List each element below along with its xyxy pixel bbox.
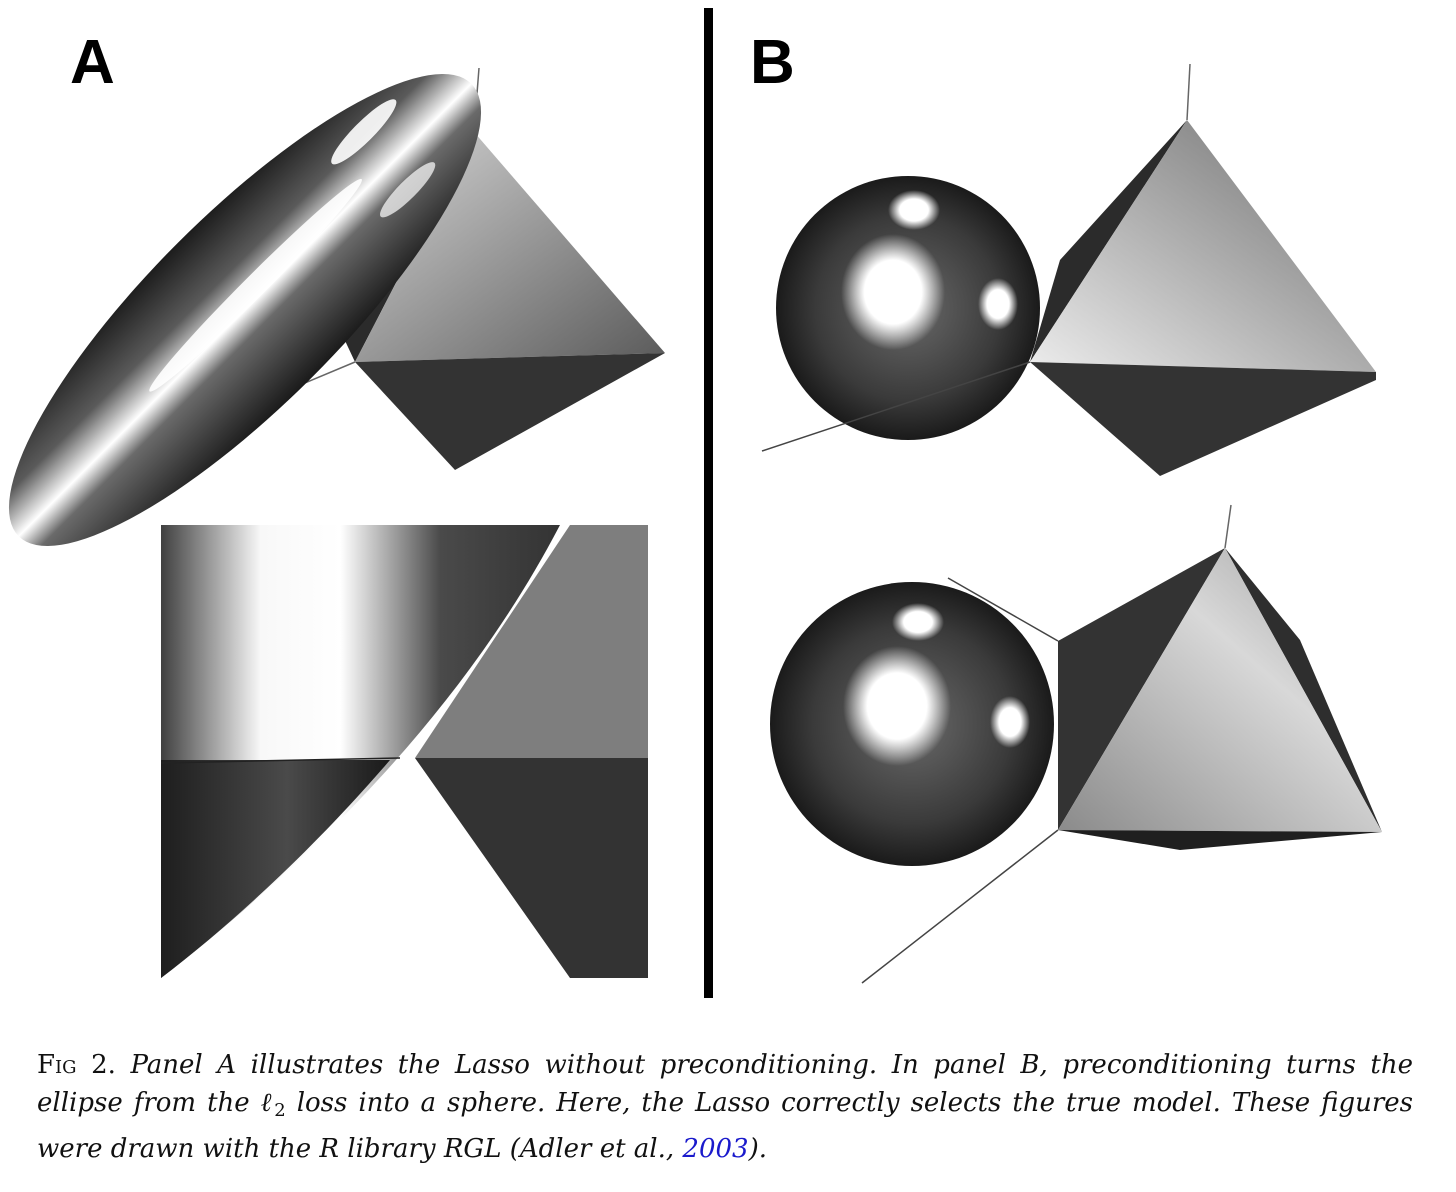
sphere <box>770 582 1054 866</box>
axis-line <box>1224 504 1232 549</box>
octahedron-light-face <box>355 132 665 362</box>
axis-line <box>861 829 1059 984</box>
figure-canvas <box>8 8 1382 998</box>
ellipsoid <box>8 73 482 547</box>
octahedron-bottom-face <box>1058 830 1382 850</box>
caption-text: loss into a sphere. Here, the Lasso corr… <box>37 1088 1413 1164</box>
figure-caption: Fig 2. Panel A illustrates the Lasso wit… <box>37 1046 1413 1168</box>
sphere <box>776 176 1040 440</box>
inset-axis-line <box>161 757 401 764</box>
caption-text: ). <box>748 1134 767 1164</box>
caption-text: Panel A illustrates the Lasso without pr… <box>37 1050 1413 1118</box>
caption-subscript: 2 <box>274 1100 286 1121</box>
octahedron-front-face <box>1058 548 1382 832</box>
octahedron-lower-face <box>355 353 665 470</box>
inset-dark-face <box>415 758 648 978</box>
panel-divider <box>704 8 713 998</box>
axis-line <box>947 577 1059 642</box>
inset-light-face <box>415 525 648 758</box>
axis-line <box>761 361 1031 452</box>
panel-a-inset <box>161 525 648 978</box>
panel-b-top-scene <box>761 63 1376 476</box>
panel-a-main-scene <box>8 67 665 547</box>
inset-ellipse-lower <box>161 760 390 978</box>
axis-line <box>1186 63 1191 121</box>
caption-figure-number: Fig 2. <box>37 1050 116 1080</box>
panel-b-bottom-scene <box>770 504 1382 984</box>
octahedron-light-face <box>1030 120 1376 372</box>
citation-link[interactable]: 2003 <box>682 1134 749 1164</box>
octahedron-lower-face <box>1030 362 1376 476</box>
panel-a-label: A <box>70 28 115 97</box>
panel-b-label: B <box>750 28 795 97</box>
